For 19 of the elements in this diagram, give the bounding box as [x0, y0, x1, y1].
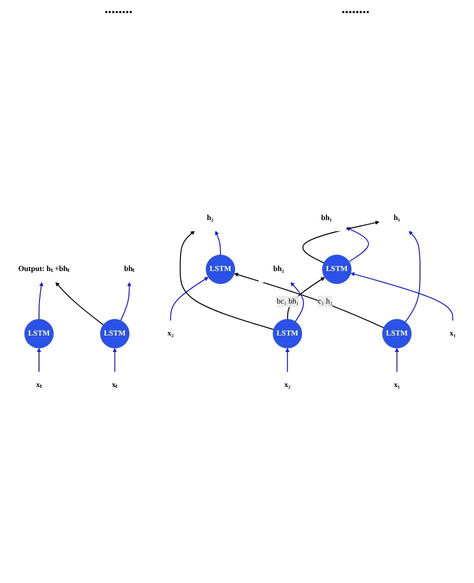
arrow — [394, 348, 399, 373]
arrow — [287, 277, 325, 320]
arrow — [234, 272, 384, 328]
arrow — [120, 282, 132, 321]
arrow — [38, 282, 44, 320]
arrow — [404, 230, 420, 322]
arrow — [112, 348, 117, 373]
arrow — [350, 272, 454, 322]
arrow — [285, 348, 290, 373]
arrow — [215, 230, 221, 256]
arrow — [170, 276, 208, 322]
ellipsis-dots: ........ — [342, 2, 370, 18]
arrow — [55, 282, 104, 326]
arrow — [302, 220, 380, 264]
arrow — [36, 348, 42, 373]
arrow — [346, 227, 369, 262]
arrow — [290, 282, 304, 322]
arrow — [180, 230, 274, 330]
ellipsis-dots: ........ — [104, 2, 132, 18]
